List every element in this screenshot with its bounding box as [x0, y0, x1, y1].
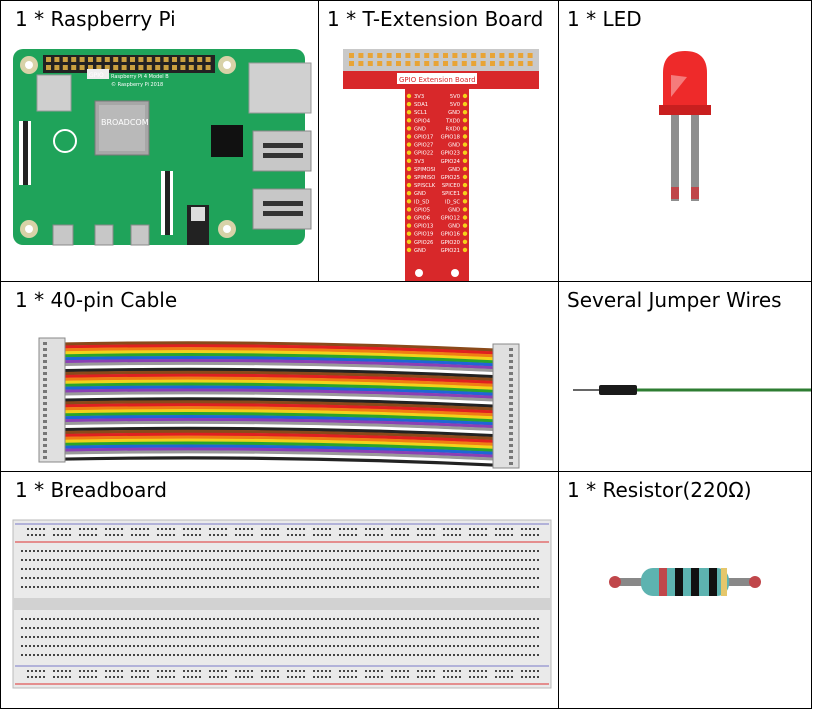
ext-header-text: GPIO Extension Board — [399, 76, 476, 84]
breadboard-image — [12, 519, 552, 689]
ext-right-pin-label: GND — [448, 207, 460, 213]
ext-right-pin-label: GPIO23 — [441, 151, 460, 157]
ext-left-pin-label: SCL1 — [414, 110, 427, 116]
ext-left-pin-label: GND — [414, 191, 426, 197]
ext-left-pin-label: GND — [414, 248, 426, 254]
ext-right-pin-label: GPIO18 — [441, 135, 460, 141]
resistor-image — [609, 568, 761, 596]
cell-breadboard: 1 * Breadboard — [0, 471, 559, 709]
raspberry-pi-image: GPIO Raspberry Pi 4 Model B © Raspberry … — [13, 49, 312, 246]
ext-right-pin-label: GPIO24 — [441, 159, 461, 165]
ext-left-pin-label: GPIO5 — [414, 207, 430, 213]
cable-image — [38, 337, 520, 469]
ext-right-pin-label: GPIO25 — [441, 175, 460, 181]
label-led: 1 * LED — [567, 7, 642, 31]
chip-text: BROADCOM — [101, 118, 149, 127]
ext-right-pin-label: GPIO21 — [441, 248, 460, 254]
board-title: Raspberry Pi 4 Model B — [111, 74, 169, 80]
ext-right-pin-label: GND — [448, 224, 460, 230]
ext-left-pin-label: SDA1 — [414, 102, 428, 108]
ext-right-pin-label: GND — [448, 167, 460, 173]
label-t-extension-board: 1 * T-Extension Board — [327, 7, 544, 31]
ext-left-pin-label: SPISCLK — [414, 183, 436, 189]
ext-right-pin-label: GPIO16 — [441, 232, 460, 238]
ext-right-pin-label: 5V0 — [450, 94, 460, 100]
cell-40-pin-cable: 1 * 40-pin Cable — [0, 281, 559, 472]
ext-left-pin-label: 3V3 — [414, 159, 424, 165]
cell-led: 1 * LED — [558, 0, 812, 282]
ext-left-pin-label: 3V3 — [414, 94, 424, 100]
ext-left-pin-label: GND — [414, 126, 426, 132]
gpio-text: GPIO — [89, 72, 104, 79]
ext-left-pin-label: GPIO19 — [414, 232, 433, 238]
cell-t-extension-board: 1 * T-Extension Board GPIO Extension Boa… — [318, 0, 559, 282]
cell-resistor: 1 * Resistor(220Ω) — [558, 471, 812, 709]
label-40-pin-cable: 1 * 40-pin Cable — [15, 288, 178, 312]
cell-raspberry-pi: 1 * Raspberry Pi GPIO Raspberry Pi 4 Mod… — [0, 0, 319, 282]
ext-right-pin-label: GPIO20 — [441, 240, 460, 246]
ext-left-pin-label: GPIO13 — [414, 224, 433, 230]
led-image — [659, 51, 711, 201]
ext-right-pin-label: GND — [448, 110, 460, 116]
ext-left-pin-label: ID_SD — [414, 199, 429, 205]
ext-right-pin-label: RXD0 — [446, 126, 460, 132]
ext-right-pin-label: SPICE0 — [442, 183, 460, 189]
label-raspberry-pi: 1 * Raspberry Pi — [15, 7, 176, 31]
jumper-wire-image — [573, 385, 811, 395]
ext-right-pin-label: 5V0 — [450, 102, 460, 108]
label-jumper-wires: Several Jumper Wires — [567, 288, 782, 312]
ext-left-pin-label: GPIO26 — [414, 240, 433, 246]
board-copyright: © Raspberry Pi 2018 — [111, 81, 163, 88]
ext-left-pin-label: GPIO6 — [414, 216, 430, 222]
ext-right-pin-label: SPICE1 — [442, 191, 460, 197]
t-extension-board-image: GPIO Extension Board 3V3SDA1SCL1GPIO4GND… — [343, 49, 539, 281]
ext-left-pin-label: SPIMISO — [414, 175, 435, 181]
ext-right-pin-label: GND — [448, 143, 460, 149]
ext-right-pin-label: GPIO12 — [441, 216, 460, 222]
cell-jumper-wires: Several Jumper Wires — [558, 281, 812, 472]
ext-left-pin-label: GPIO17 — [414, 135, 433, 141]
label-resistor: 1 * Resistor(220Ω) — [567, 478, 752, 502]
ext-right-pin-label: ID_SC — [445, 199, 460, 205]
ext-left-pin-label: SPIMOSI — [414, 167, 436, 173]
ext-left-pin-label: GPIO27 — [414, 143, 433, 149]
ext-left-pin-label: GPIO22 — [414, 151, 433, 157]
label-breadboard: 1 * Breadboard — [15, 478, 167, 502]
ext-left-pin-label: GPIO4 — [414, 118, 431, 124]
ext-right-pin-label: TXD0 — [445, 118, 460, 124]
